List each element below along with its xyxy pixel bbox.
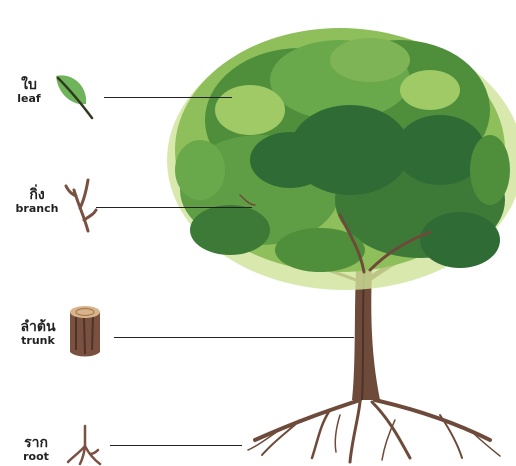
leaf-leader-line: [104, 97, 232, 98]
label-trunk-english: trunk: [12, 335, 64, 346]
label-branch-english: branch: [8, 203, 66, 214]
label-branch: กิ่ง branch: [8, 188, 66, 214]
label-root: ราก root: [16, 436, 56, 462]
label-leaf-thai: ใบ: [14, 78, 44, 92]
root-leader-line: [110, 445, 242, 446]
tree-foliage: [167, 28, 516, 290]
label-root-thai: ราก: [16, 436, 56, 450]
trunk-leader-line: [114, 337, 354, 338]
leaf-icon: [52, 70, 98, 122]
branch-leader-line: [96, 207, 252, 208]
root-icon: [66, 424, 104, 466]
label-trunk: ลำต้น trunk: [12, 320, 64, 346]
label-branch-thai: กิ่ง: [8, 188, 66, 202]
trunk-log-icon: [66, 304, 104, 358]
label-trunk-thai: ลำต้น: [12, 320, 64, 334]
label-leaf: ใบ leaf: [14, 78, 44, 104]
tree-roots: [248, 400, 500, 462]
label-leaf-english: leaf: [14, 93, 44, 104]
label-root-english: root: [16, 451, 56, 462]
branch-icon: [64, 176, 98, 234]
